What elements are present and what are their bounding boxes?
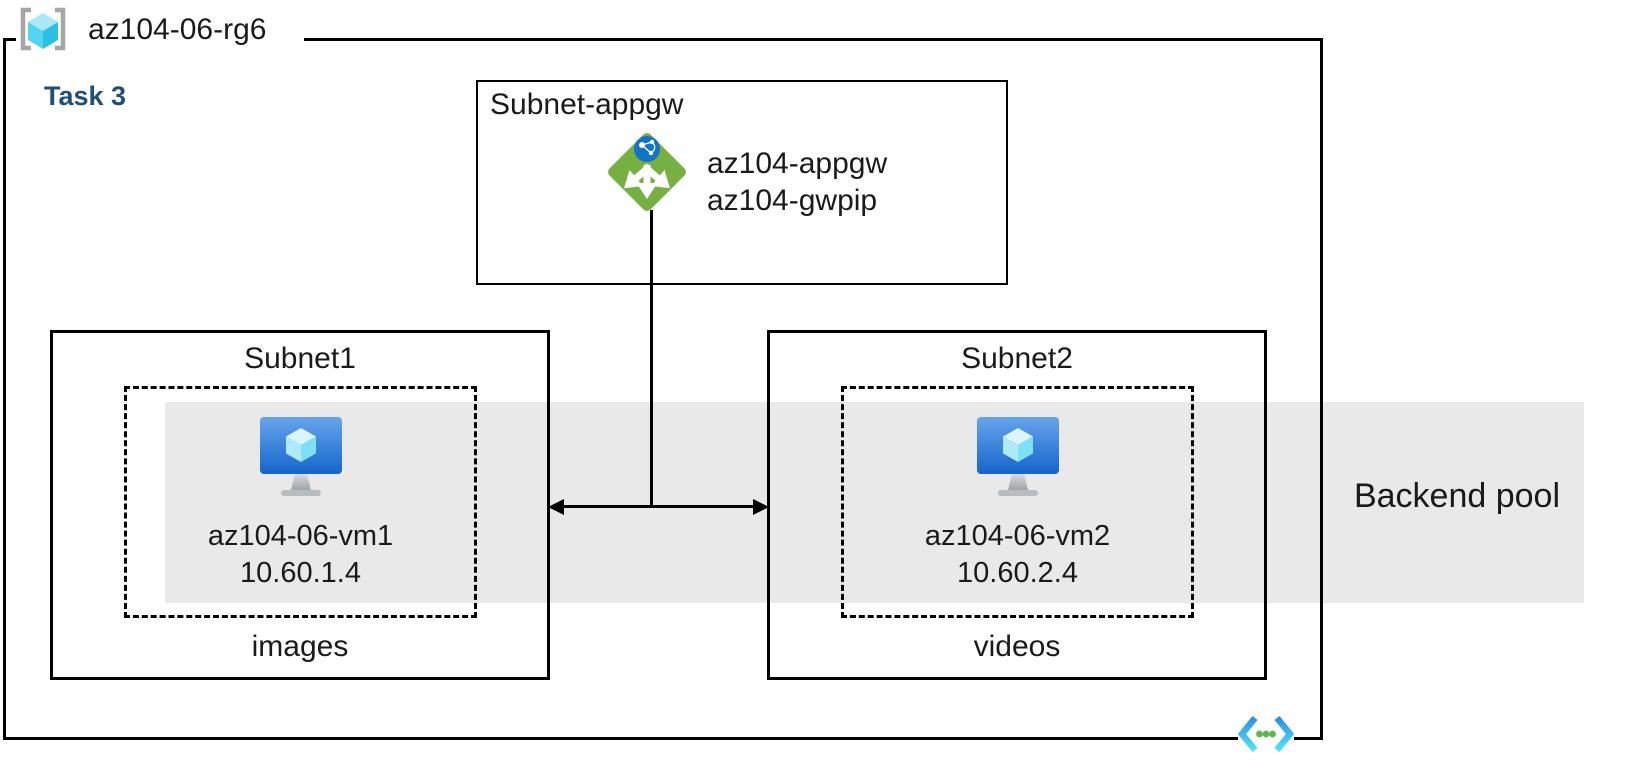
subnet2-vm-group — [841, 386, 1194, 618]
subnet-arrow-line — [562, 505, 755, 508]
task-label: Task 3 — [44, 81, 127, 111]
application-gateway-labels: az104-appgw az104-gwpip — [707, 145, 887, 219]
subnet2-vm-labels: az104-06-vm2 10.60.2.4 — [841, 518, 1194, 592]
application-gateway-icon — [608, 133, 686, 211]
application-gateway-name: az104-appgw — [707, 147, 888, 180]
virtual-machine-icon — [260, 417, 342, 496]
gateway-connector-line — [650, 210, 653, 507]
resource-group-icon — [20, 7, 66, 51]
subnet2-caption: videos — [973, 630, 1061, 663]
vm1-name: az104-06-vm1 — [207, 520, 394, 552]
vm2-ip: 10.60.2.4 — [957, 557, 1078, 589]
resource-group-title: az104-06-rg6 — [88, 13, 267, 46]
subnet-appgw-box — [476, 80, 1008, 285]
subnet1-caption: images — [251, 630, 349, 663]
backend-pool-band — [165, 402, 1584, 603]
subnet1-vm-labels: az104-06-vm1 10.60.1.4 — [124, 518, 477, 592]
vm1-ip: 10.60.1.4 — [240, 557, 361, 589]
backend-pool-label: Backend pool — [1353, 477, 1561, 515]
subnet1-title: Subnet1 — [244, 342, 356, 375]
arrowhead-left-icon — [548, 499, 564, 515]
virtual-machine-icon — [977, 417, 1059, 496]
arrowhead-right-icon — [753, 499, 769, 515]
resource-group-title-area — [16, 31, 304, 48]
subnet2-box: Subnet2 — [767, 330, 1267, 680]
subnet1-vm-group — [124, 386, 477, 618]
gateway-public-ip-name: az104-gwpip — [707, 184, 878, 217]
vm2-name: az104-06-vm2 — [924, 520, 1111, 552]
resource-group-box — [3, 38, 1323, 740]
subnet2-title: Subnet2 — [961, 342, 1073, 375]
virtual-network-icon — [1238, 714, 1294, 754]
subnet1-box: Subnet1 — [50, 330, 550, 680]
subnet-appgw-title: Subnet-appgw — [490, 88, 684, 121]
